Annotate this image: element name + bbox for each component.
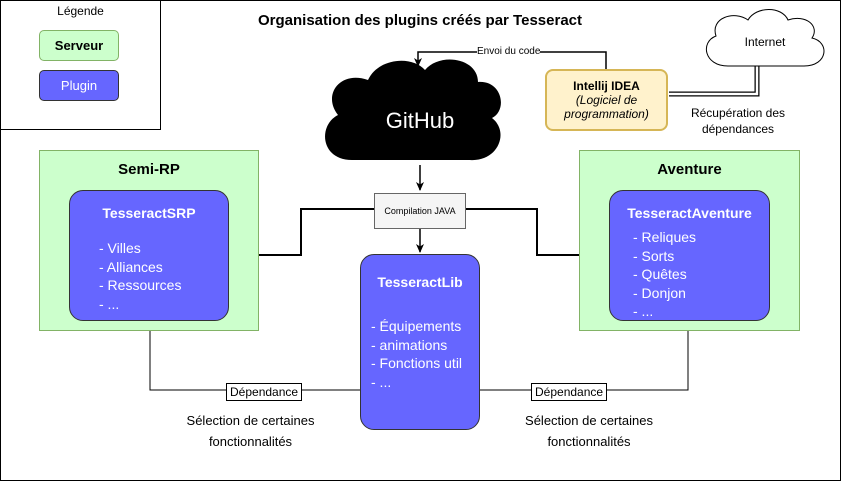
server-aventure-title: Aventure xyxy=(657,161,722,178)
plugin-aventure-features: - Reliques - Sorts - Quêtes - Donjon - .… xyxy=(633,228,769,321)
ide-subtitle: (Logiciel de programmation) xyxy=(564,93,649,121)
note-right: Sélection de certaines fonctionnalités xyxy=(525,413,653,449)
compile-node: Compilation JAVA xyxy=(374,193,466,229)
legend-plugin-swatch: Plugin xyxy=(39,70,119,101)
legend xyxy=(0,0,161,130)
dependency-label-right: Dépendance xyxy=(531,383,608,401)
list-item: - Ressources xyxy=(99,277,182,293)
legend-server-swatch: Serveur xyxy=(39,30,119,61)
plugin-lib-title: TesseractLib xyxy=(377,274,463,290)
note-left: Sélection de certaines fonctionnalités xyxy=(186,413,315,449)
plugin-aventure: TesseractAventure - Reliques - Sorts - Q… xyxy=(609,190,770,321)
list-item: - Donjon xyxy=(633,284,686,301)
plugin-lib-features: - Équipements - animations - Fonctions u… xyxy=(371,317,479,391)
list-item: - ... xyxy=(633,303,654,319)
list-item: - Équipements xyxy=(371,318,462,334)
list-item: - Quêtes xyxy=(633,266,687,282)
github-label: GitHub xyxy=(386,108,454,133)
internet-label: Internet xyxy=(745,35,786,49)
list-item: - Alliances xyxy=(99,258,163,275)
list-item: - Sorts xyxy=(633,247,675,264)
list-item: - Villes xyxy=(99,240,141,256)
list-item: - ... xyxy=(99,295,120,312)
plugin-lib: TesseractLib - Équipements - animations … xyxy=(360,254,480,430)
plugin-srp: TesseractSRP - Villes - Alliances - Ress… xyxy=(69,190,229,321)
list-item: - Reliques xyxy=(633,229,697,245)
plugin-srp-features: - Villes - Alliances - Ressources - ... xyxy=(99,239,228,313)
list-item: - Fonctions util xyxy=(371,355,463,371)
dependency-label-left: Dépendance xyxy=(226,383,303,401)
list-item: - ... xyxy=(371,373,392,390)
ide-name: Intellij IDEA xyxy=(573,79,640,93)
send-code-label: Envoi du code xyxy=(477,46,541,57)
plugin-srp-title: TesseractSRP xyxy=(102,205,196,221)
compile-aventure-connector xyxy=(466,208,609,259)
compile-srp-connector xyxy=(232,208,374,259)
ide-node: Intellij IDEA (Logiciel de programmation… xyxy=(545,69,668,131)
list-item: - animations xyxy=(371,336,448,353)
plugin-aventure-title: TesseractAventure xyxy=(627,205,752,221)
internet-cloud xyxy=(706,9,825,67)
server-semi-rp-title: Semi-RP xyxy=(118,161,180,178)
legend-title: Légende xyxy=(57,4,104,18)
fetch-deps-label: Récupération des dépendances xyxy=(690,106,786,136)
diagram-title: Organisation des plugins créés par Tesse… xyxy=(257,12,582,29)
github-cloud xyxy=(325,59,501,161)
